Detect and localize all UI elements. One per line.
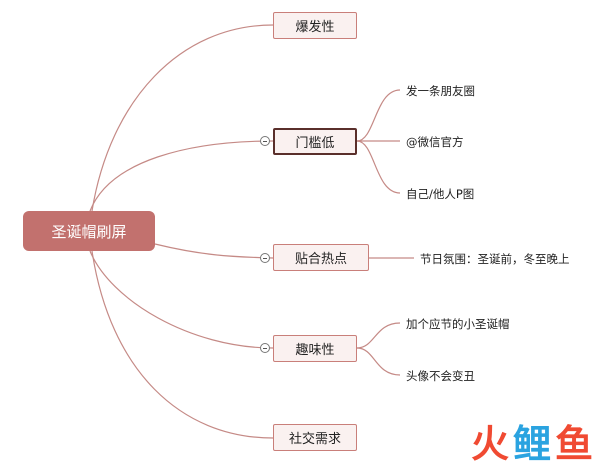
connector-root-branch-2	[89, 140, 274, 212]
branch-topic-menkandi[interactable]: 门槛低	[273, 128, 357, 155]
watermark-char: 鱼	[554, 422, 593, 466]
branch-topic-quweixing[interactable]: 趣味性	[273, 335, 357, 362]
leaf-topic[interactable]: 头像不会变丑	[406, 369, 475, 383]
watermark-char: 火	[470, 422, 509, 466]
leaf-topic[interactable]: 发一条朋友圈	[406, 84, 475, 98]
watermark-char: 鲤	[512, 422, 551, 466]
branch-topic-tiehe-redian[interactable]: 贴合热点	[273, 244, 369, 271]
collapse-toggle-icon[interactable]	[260, 343, 270, 353]
branch-topic-baofaxing[interactable]: 爆发性	[273, 12, 357, 39]
collapse-toggle-icon[interactable]	[260, 253, 270, 263]
watermark-logo: 火 鲤 鱼	[471, 425, 593, 463]
leaf-topic[interactable]: 自己/他人P图	[406, 187, 475, 201]
root-topic[interactable]: 圣诞帽刷屏	[23, 211, 155, 251]
connector-root-branch-4	[89, 250, 274, 349]
connector-b4-leaf-1	[356, 322, 401, 349]
connector-root-branch-5	[91, 250, 274, 439]
connector-root-branch-3	[154, 243, 274, 259]
leaf-topic[interactable]: 加个应节的小圣诞帽	[406, 317, 510, 331]
collapse-toggle-icon[interactable]	[260, 136, 270, 146]
branch-topic-shejiao-xuqiu[interactable]: 社交需求	[273, 424, 357, 451]
leaf-topic[interactable]: 节日氛围：圣诞前，冬至晚上	[420, 252, 570, 266]
connector-b4-leaf-2	[356, 347, 401, 376]
leaf-topic[interactable]: @微信官方	[406, 135, 464, 149]
connector-b2-leaf-1	[356, 89, 401, 142]
connector-b2-leaf-3	[356, 140, 401, 194]
connector-root-branch-1	[91, 24, 274, 212]
